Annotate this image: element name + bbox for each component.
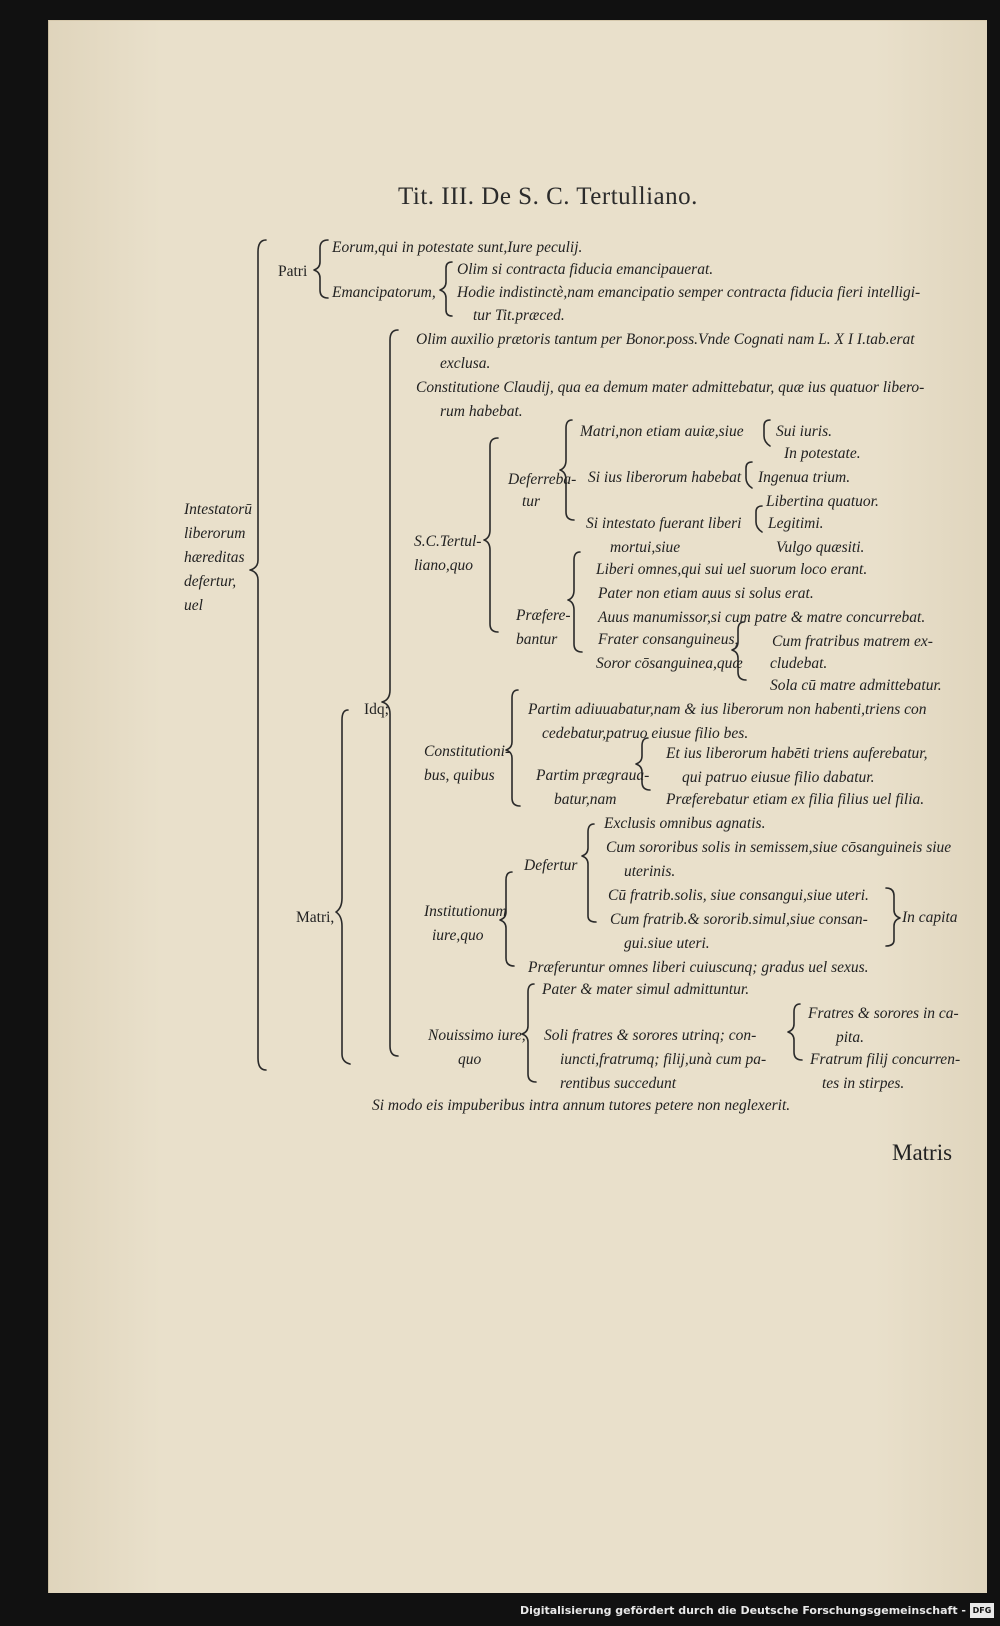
institutionum-label-1: Institutionum [424,903,507,920]
constitutione-claudij-2: rum habebat. [440,403,523,420]
constitutionibus-brace [505,689,521,807]
si-intestato-2: mortui,siue [610,539,681,556]
praegrauabatur-brace [635,737,651,791]
sc-tertull-label-2: liano,quo [414,557,473,574]
patri-eorum: Eorum,qui in potestate sunt,Iure peculij… [332,239,583,256]
ingenua-trium: Ingenua trium. [758,469,851,486]
vulgo-quaesiti: Vulgo quæsiti. [776,539,865,556]
deferebatur-brace [559,419,575,521]
soli-fratres-1: Soli fratres & sorores utrinq; con- [544,1027,757,1044]
root-line-3: hæreditas [184,549,245,566]
deferebatur-label-2: tur [522,493,541,510]
legitimi-brace [755,505,763,533]
root-line-5: uel [184,597,203,614]
matri-idq: Idq; [364,701,389,718]
page-title: Tit. III. De S. C. Tertulliano. [398,183,698,210]
cum-fratrib-sororib-1: Cum fratrib.& sororib.simul,siue consan- [610,911,868,928]
pater-mater-simul: Pater & mater simul admittuntur. [542,981,750,998]
root-brace [249,239,267,1071]
exclusis-agnatis: Exclusis omnibus agnatis. [604,815,766,832]
frater-consanguineus: Frater consanguineus, [598,631,739,648]
in-capita: In capita [902,909,958,926]
catchword: Matris [892,1140,953,1165]
cum-fratribus-1: Cum fratribus matrem ex- [772,633,933,650]
cum-sororibus-2: uterinis. [624,863,676,880]
soror-consanguinea: Soror cōsanguinea,quæ [596,655,743,672]
institutionum-label-2: iure,quo [432,927,484,944]
et-ius-liberorum-2: qui patruo eiusue filio dabatur. [682,769,875,786]
constitutionibus-label-2: bus, quibus [424,767,495,784]
si-ius-liberorum: Si ius liberorum habebat [588,469,742,486]
sui-iuris-brace [763,419,771,447]
soli-fratres-3: rentibus succedunt [560,1075,677,1092]
root-line-4: defertur, [184,573,237,590]
et-ius-liberorum-1: Et ius liberorum habēti triens auferebat… [666,745,928,762]
patri-hodie-2: tur Tit.præced. [473,307,565,324]
sc-tertull-brace [483,437,499,633]
patri-olim-fiducia: Olim si contracta fiducia emancipauerat. [457,261,714,278]
cum-fratrib-solis: Cū fratrib.solis, siue consangui,siue ut… [608,887,869,904]
root-line-1: Intestatorū [184,501,253,518]
fratrum-filij-2: tes in stirpes. [822,1075,905,1092]
constitutionibus-label-1: Constitutioni- [424,743,511,760]
legitimi: Legitimi. [768,515,824,532]
book-page [48,20,987,1593]
olim-auxilio-2: exclusa. [440,355,491,372]
soli-fratres-2: iuncti,fratrumq; filij,unà cum pa- [560,1051,767,1068]
partim-adiuuabatur-2: cedebatur,patruo eiusue filio bes. [542,725,749,742]
patri-brace [313,239,329,299]
nouissimo-label-1: Nouissimo iure, [428,1027,526,1044]
praeferebatur-etiam: Præferebatur etiam ex filia filius uel f… [666,791,925,808]
olim-auxilio-1: Olim auxilio prætoris tantum per Bonor.p… [416,331,915,348]
deferebatur-label-1: Deferreba- [508,471,577,488]
fratrum-filij-1: Fratrum filij concurren- [810,1051,961,1068]
root-line-2: liberorum [184,525,246,542]
liberi-omnes: Liberi omnes,qui sui uel suorum loco era… [596,561,868,578]
soli-fratres-brace [787,1003,803,1061]
sola-cum-matre: Sola cū matre admittebatur. [770,677,942,694]
defertur-label: Defertur [524,857,578,874]
praeferebantur-label-1: Præfere- [516,607,571,624]
patri-label: Patri [278,263,308,280]
matri-non-etiam: Matri,non etiam auiæ,siue [580,423,744,440]
si-modo: Si modo eis impuberibus intra annum tuto… [372,1097,791,1114]
digitization-footer: Digitalisierung gefördert durch die Deut… [0,1600,1000,1626]
defertur-brace [581,823,597,923]
sc-tertull-label-1: S.C.Tertul- [414,533,482,550]
fratres-sorores-1: Fratres & sorores in ca- [808,1005,959,1022]
auus-manumissor: Auus manumissor,si cum patre & matre con… [598,609,926,626]
ingenua-brace [745,461,753,489]
cum-sororibus-1: Cum sororibus solis in semissem,siue cōs… [606,839,952,856]
idq-brace [335,709,351,1065]
sui-iuris: Sui iuris. [776,423,832,440]
patri-hodie-1: Hodie indistinctè,nam emancipatio semper… [457,284,921,301]
cum-fratrib-sororib-2: gui.siue uteri. [624,935,710,952]
in-capita-brace [885,887,901,947]
frater-brace [731,621,747,681]
libertina-quatuor: Libertina quatuor. [766,493,879,510]
fratres-sorores-2: pita. [836,1029,864,1046]
praeferuntur-omnes: Præferuntur omnes liberi cuiuscunq; grad… [528,959,869,976]
partim-praegrauabatur-1: Partim prægraua- [536,767,650,784]
praeferebantur-label-2: bantur [516,631,558,648]
in-potestate: In potestate. [784,445,861,462]
constitutione-claudij-1: Constitutione Claudij, qua ea demum mate… [416,379,925,396]
nouissimo-label-2: quo [458,1051,482,1068]
patri-emancipatorum: Emancipatorum, [332,284,436,301]
emancipatorum-brace [439,261,453,317]
partim-adiuuabatur-1: Partim adiuuabatur,nam & ius liberorum n… [528,701,927,718]
cum-fratribus-2: cludebat. [770,655,828,672]
idq-options-brace [381,329,399,1057]
institutionum-brace [499,871,515,967]
praeferebantur-brace [567,551,583,653]
pater-non-auus: Pater non etiam auus si solus erat. [598,585,814,602]
matri-label: Matri, [296,909,335,926]
dfg-logo: DFG [970,1603,994,1618]
partim-praegrauabatur-2: batur,nam [554,791,617,808]
nouissimo-brace [521,983,537,1083]
si-intestato-1: Si intestato fuerant liberi [586,515,742,532]
